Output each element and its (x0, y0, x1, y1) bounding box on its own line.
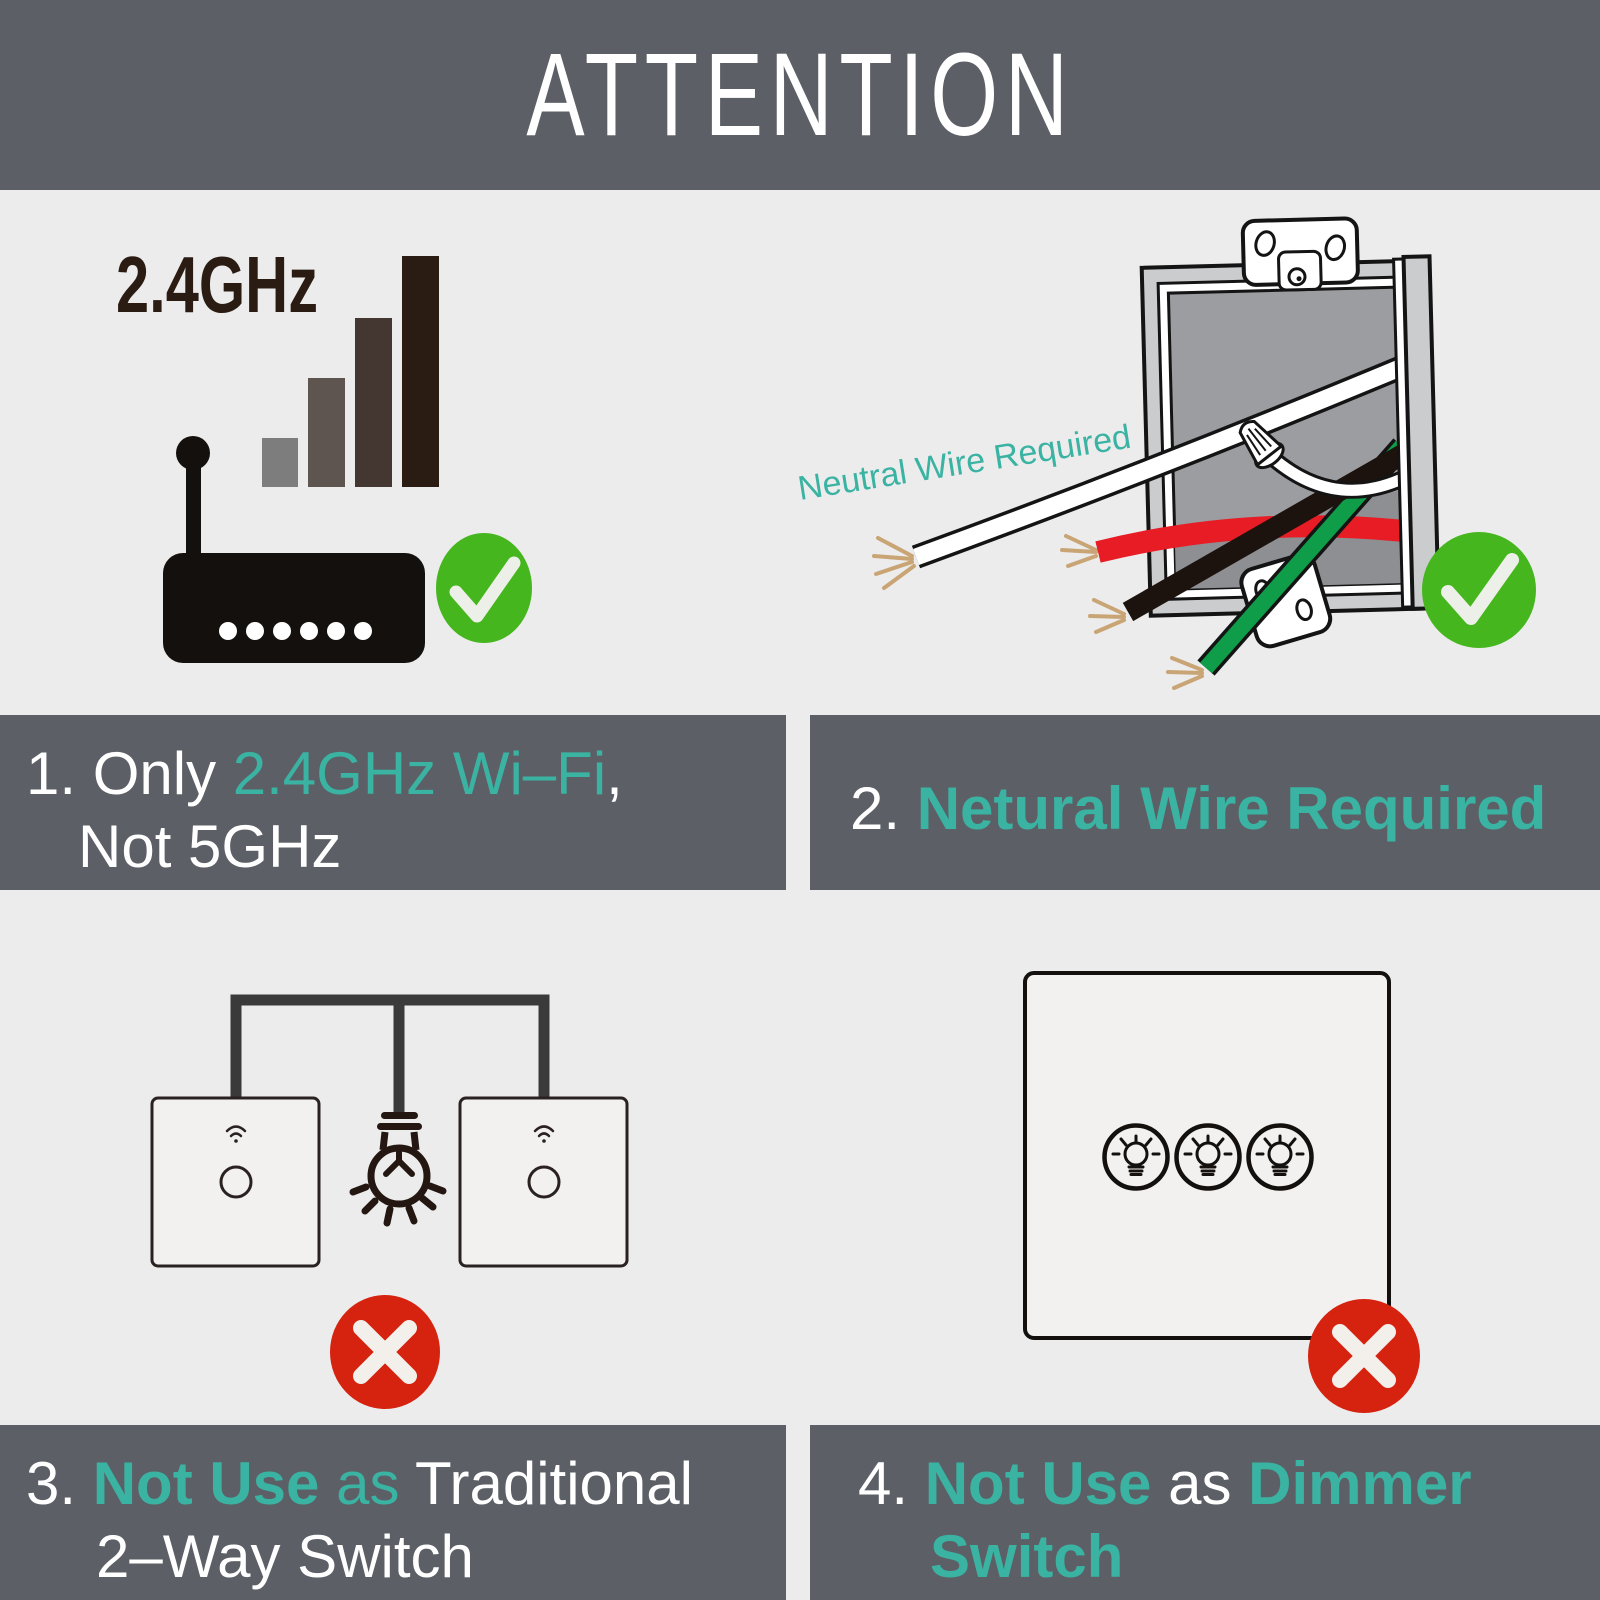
wifi-icon (533, 1125, 555, 1143)
caption-line: 2. Netural Wire Required (850, 772, 1600, 845)
caption-connector: as (319, 1450, 416, 1517)
neutral-white-wire (872, 350, 1419, 590)
caption-text: Traditional (415, 1450, 693, 1517)
cross-icon (330, 1295, 440, 1409)
caption-connector: as (1151, 1450, 1249, 1517)
caption-text: , (606, 740, 623, 807)
caption-emphasis: Not Use (92, 1450, 320, 1517)
check-icon (436, 533, 532, 643)
frequency-label: 2.4GHz (116, 240, 318, 329)
smart-switch-icon-left (150, 1096, 321, 1268)
page-title: ATTENTION (525, 29, 1075, 161)
caption-number: 3. (26, 1450, 93, 1517)
wifi-router-illustration: 2.4GHz (116, 240, 532, 663)
wifi-icon (225, 1125, 247, 1143)
caption-dimmer: 4. Not Use as Dimmer Switch (810, 1425, 1600, 1600)
circuit-wires (230, 994, 550, 1116)
caption-emphasis: Dimmer (1248, 1450, 1472, 1517)
mounting-ear-top-icon (1240, 216, 1360, 292)
two-way-switch-illustration (150, 994, 629, 1409)
caption-two-way: 3. Not Use as Traditional 2–Way Switch (0, 1425, 786, 1600)
caption-line: Not 5GHz (78, 813, 342, 880)
caption-line: 2–Way Switch (96, 1523, 474, 1590)
caption-line: 3. Not Use as Traditional (26, 1447, 786, 1520)
caption-number: 4. (858, 1450, 925, 1517)
signal-bars-icon (262, 256, 439, 487)
caption-line: 1. Only 2.4GHz Wi–Fi, (26, 737, 786, 810)
mounting-ear-bottom-icon (1239, 552, 1333, 649)
caption-emphasis: Not Use (924, 1450, 1152, 1517)
attention-banner: ATTENTION (0, 0, 1600, 190)
wall-box-right-rim (1392, 254, 1441, 611)
smart-switch-icon-right (458, 1096, 629, 1268)
caption-highlight: 2.4GHz Wi–Fi (232, 740, 607, 807)
caption-line: Switch (930, 1523, 1124, 1590)
caption-number: 1. (26, 740, 93, 807)
caption-highlight: Netural Wire Required (916, 775, 1547, 842)
caption-wifi: 1. Only 2.4GHz Wi–Fi, Not 5GHz (0, 715, 786, 890)
dimmer-knob-icons (1102, 1123, 1314, 1191)
black-wire (1088, 430, 1434, 634)
dimmer-switch-illustration (1023, 971, 1420, 1413)
wire-nut-icon (1238, 420, 1285, 470)
caption-neutral-wire: 2. Netural Wire Required (810, 715, 1600, 890)
dimmer-panel (1023, 971, 1391, 1340)
caption-number: 2. (850, 775, 917, 842)
check-icon (1422, 532, 1536, 648)
light-bulb-icon (349, 1112, 447, 1227)
caption-text: Only (92, 740, 233, 807)
caption-line: 4. Not Use as Dimmer (858, 1447, 1600, 1520)
wall-box-illustration: Neutral Wire Required (795, 216, 1536, 690)
router-icon (163, 436, 425, 663)
cross-icon (1308, 1299, 1420, 1413)
